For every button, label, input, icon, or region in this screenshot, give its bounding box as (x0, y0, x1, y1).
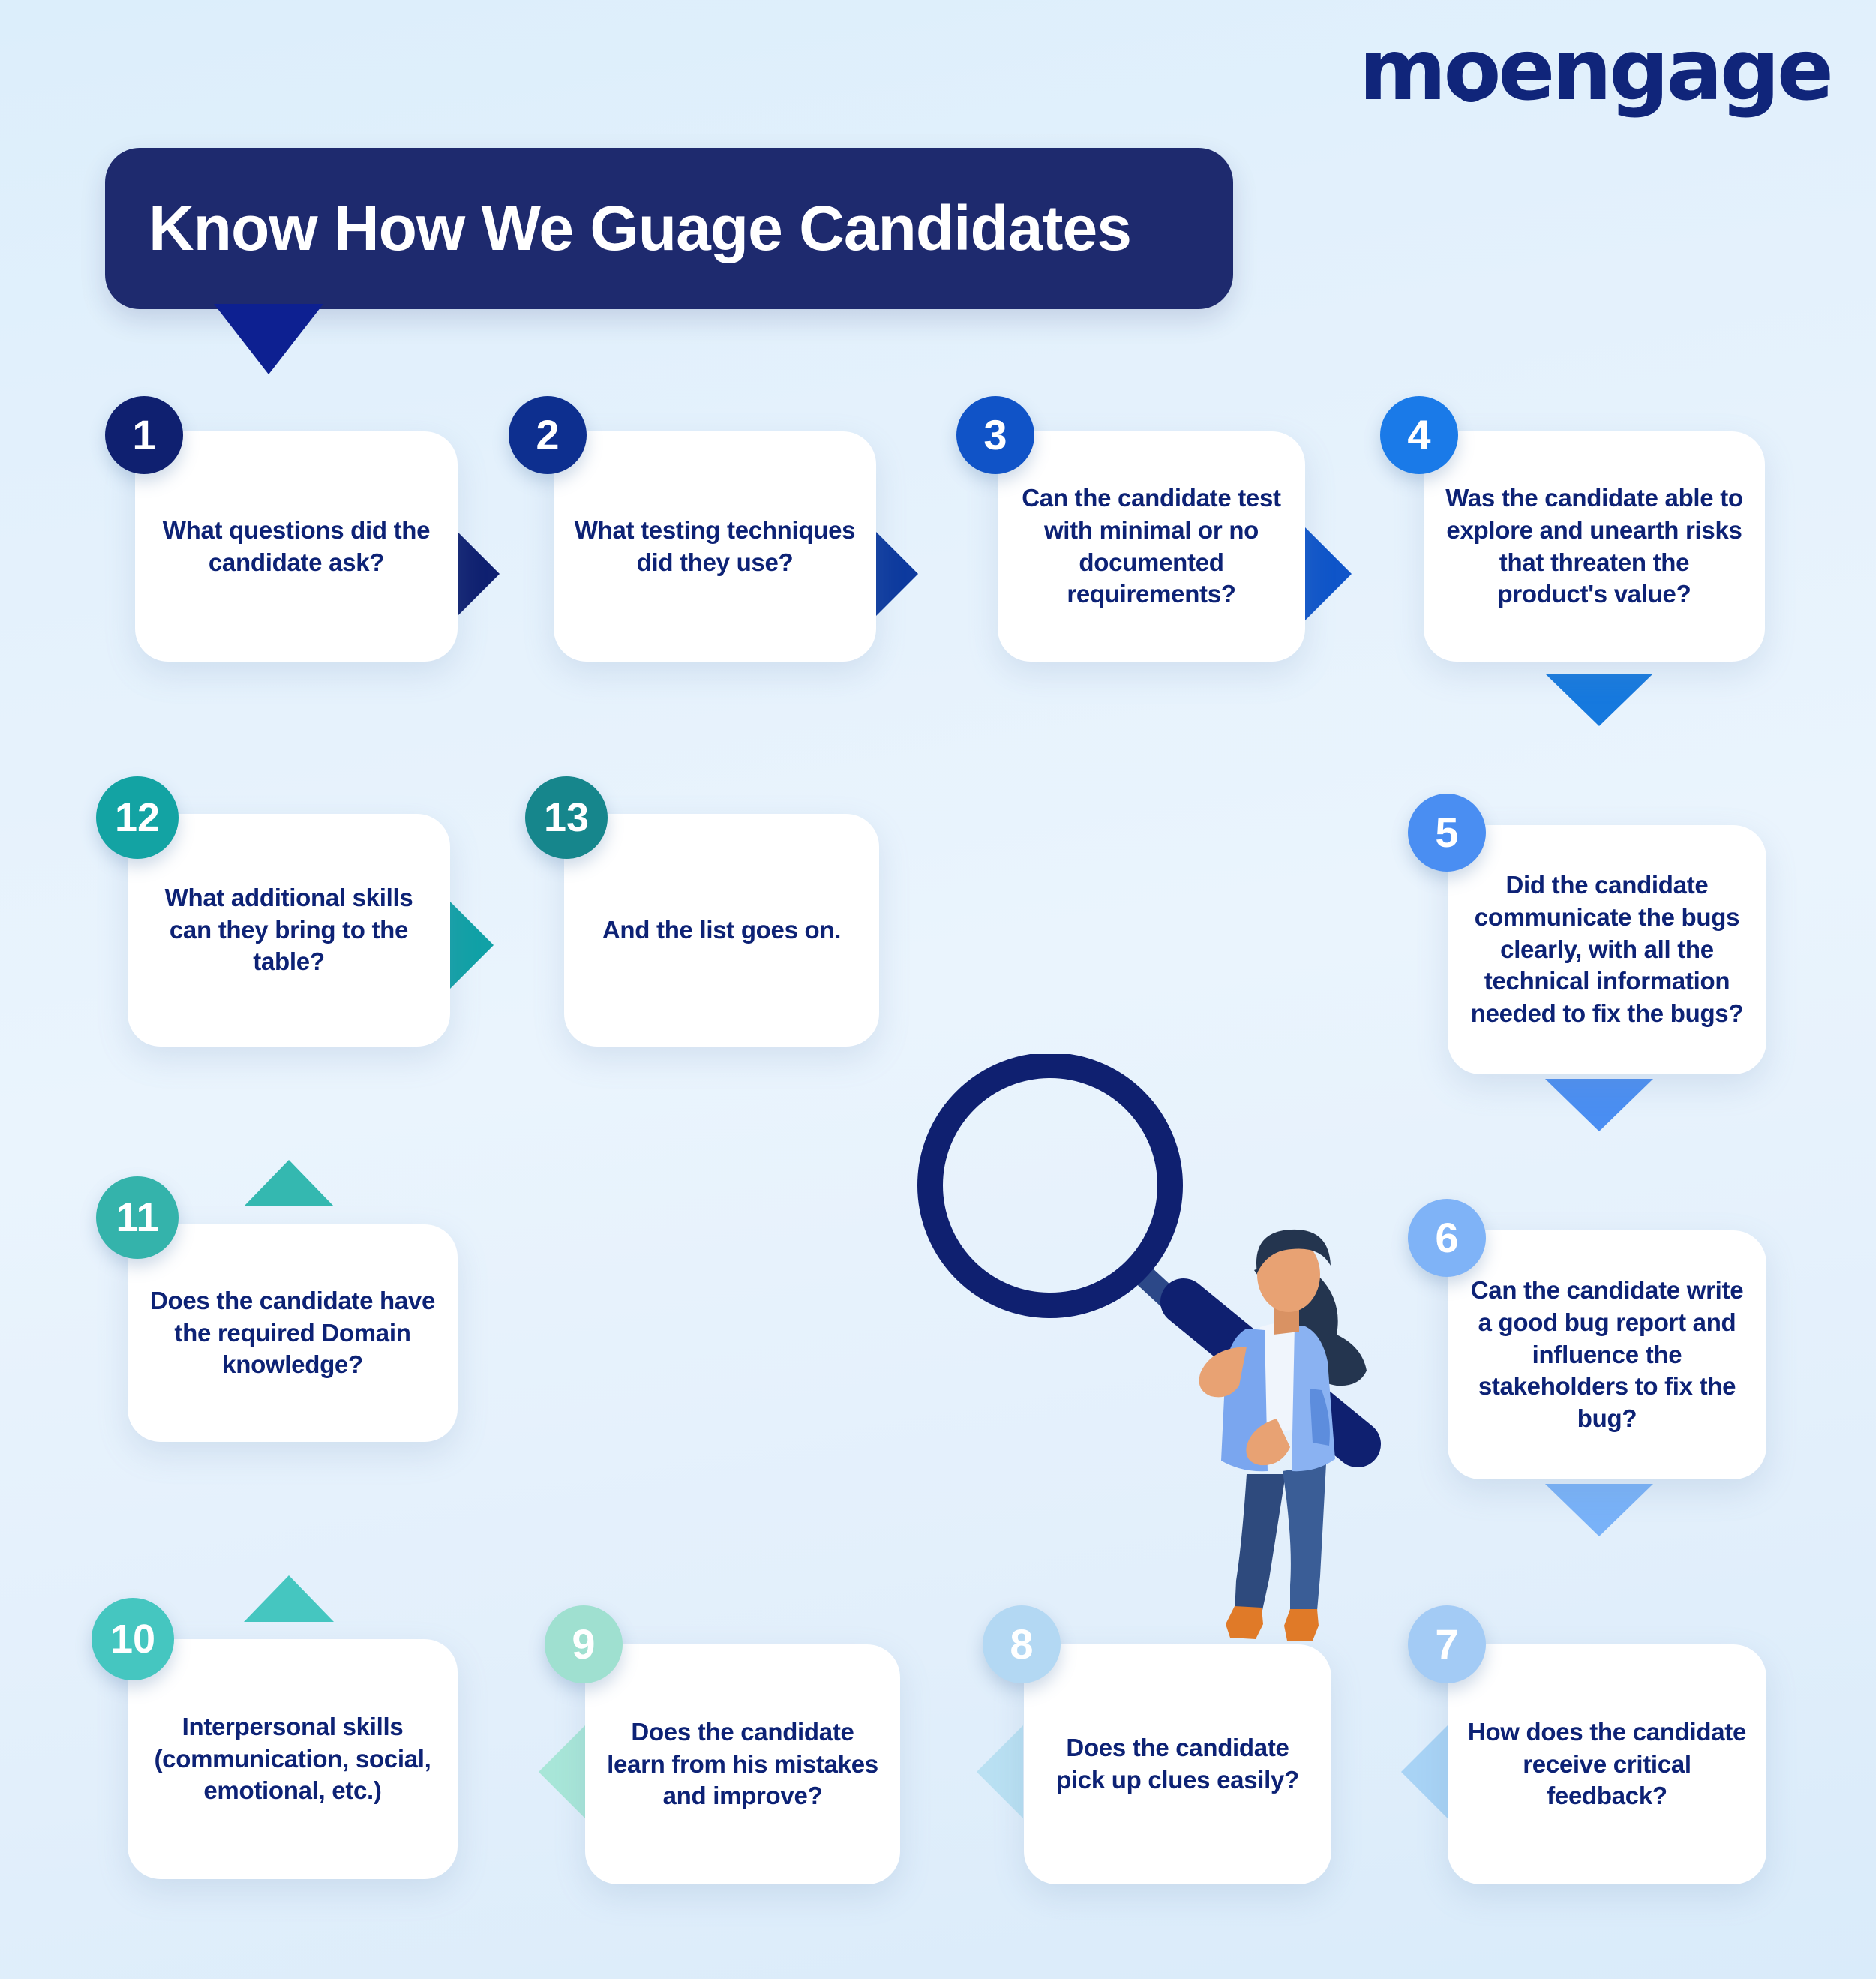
step-badge-1-number: 1 (132, 411, 156, 458)
arrow-1-to-2 (453, 527, 500, 620)
logo-wordmark: moengage (1358, 22, 1834, 119)
step-badge-5-number: 5 (1435, 809, 1459, 856)
step-card-3[interactable]: Can the candidate test with minimal or n… (998, 431, 1305, 662)
arrow-11-to-12 (244, 1160, 334, 1206)
moengage-logo: moengage (1359, 29, 1834, 113)
step-card-5-text: Did the candidate communicate the bugs c… (1470, 870, 1744, 1028)
step-card-6[interactable]: Can the candidate write a good bug repor… (1448, 1230, 1766, 1479)
step-card-4[interactable]: Was the candidate able to explore and un… (1424, 431, 1765, 662)
step-card-2[interactable]: What testing techniques did they use? (554, 431, 876, 662)
step-badge-11-number: 11 (116, 1195, 159, 1240)
step-card-3-text: Can the candidate test with minimal or n… (1022, 483, 1281, 608)
step-badge-6-number: 6 (1435, 1214, 1459, 1261)
step-badge-12-number: 12 (114, 795, 161, 840)
step-badge-3: 3 (956, 396, 1034, 474)
arrow-8-to-9 (977, 1725, 1023, 1818)
step-badge-8-number: 8 (1010, 1620, 1034, 1668)
step-badge-2-number: 2 (536, 411, 560, 458)
step-card-10[interactable]: Interpersonal skills (communication, soc… (128, 1639, 458, 1879)
step-badge-9: 9 (545, 1605, 623, 1683)
page-title: Know How We Guage Candidates (149, 193, 1132, 263)
step-card-12[interactable]: What additional skills can they bring to… (128, 814, 450, 1047)
arrow-4-to-5 (1545, 674, 1653, 726)
step-badge-3-number: 3 (983, 411, 1007, 458)
step-badge-9-number: 9 (572, 1620, 596, 1668)
step-badge-11: 11 (96, 1176, 179, 1259)
step-badge-10: 10 (92, 1598, 174, 1680)
step-card-5[interactable]: Did the candidate communicate the bugs c… (1448, 825, 1766, 1074)
step-card-2-text: What testing techniques did they use? (574, 515, 856, 576)
step-badge-13: 13 (525, 776, 608, 859)
arrow-2-to-3 (872, 527, 918, 620)
step-card-11[interactable]: Does the candidate have the required Dom… (128, 1224, 458, 1442)
title-banner: Know How We Guage Candidates (105, 148, 1233, 309)
step-badge-8: 8 (983, 1605, 1061, 1683)
step-badge-7: 7 (1408, 1605, 1486, 1683)
magnifier-lens-icon (917, 1053, 1183, 1318)
woman-figure (1199, 1229, 1367, 1641)
step-badge-7-number: 7 (1435, 1620, 1459, 1668)
arrow-6-to-7 (1545, 1484, 1653, 1536)
banner-pointer-triangle (214, 304, 323, 374)
arrow-3-to-4 (1305, 527, 1352, 620)
step-card-13[interactable]: And the list goes on. (564, 814, 879, 1047)
step-card-12-text: What additional skills can they bring to… (164, 883, 413, 976)
step-card-6-text: Can the candidate write a good bug repor… (1470, 1275, 1744, 1433)
arrow-5-to-6 (1545, 1079, 1653, 1131)
step-card-11-text: Does the candidate have the required Dom… (149, 1286, 436, 1379)
step-card-9-text: Does the candidate learn from his mistak… (607, 1717, 878, 1810)
step-card-1-text: What questions did the candidate ask? (162, 515, 431, 576)
step-badge-4-number: 4 (1407, 411, 1431, 458)
step-badge-1: 1 (105, 396, 183, 474)
arrow-10-to-11 (244, 1575, 334, 1622)
woman-with-magnifying-glass-illustration (908, 1053, 1433, 1654)
step-card-8-text: Does the candidate pick up clues easily? (1056, 1734, 1299, 1794)
step-badge-6: 6 (1408, 1199, 1486, 1277)
step-card-7-text: How does the candidate receive critical … (1467, 1717, 1747, 1810)
step-badge-4: 4 (1380, 396, 1458, 474)
step-badge-2: 2 (509, 396, 587, 474)
step-badge-12: 12 (96, 776, 179, 859)
step-card-13-text: And the list goes on. (602, 915, 842, 944)
step-card-10-text: Interpersonal skills (communication, soc… (154, 1712, 431, 1805)
arrow-7-to-8 (1401, 1725, 1448, 1818)
arrow-12-to-13 (447, 899, 494, 992)
step-card-9[interactable]: Does the candidate learn from his mistak… (585, 1644, 900, 1884)
step-card-4-text: Was the candidate able to explore and un… (1445, 483, 1743, 608)
step-badge-5: 5 (1408, 794, 1486, 872)
step-card-7[interactable]: How does the candidate receive critical … (1448, 1644, 1766, 1884)
step-badge-13-number: 13 (543, 795, 590, 840)
step-badge-10-number: 10 (110, 1617, 156, 1662)
arrow-9-to-10 (539, 1725, 585, 1818)
step-card-1[interactable]: What questions did the candidate ask? (135, 431, 458, 662)
step-card-8[interactable]: Does the candidate pick up clues easily? (1024, 1644, 1331, 1884)
